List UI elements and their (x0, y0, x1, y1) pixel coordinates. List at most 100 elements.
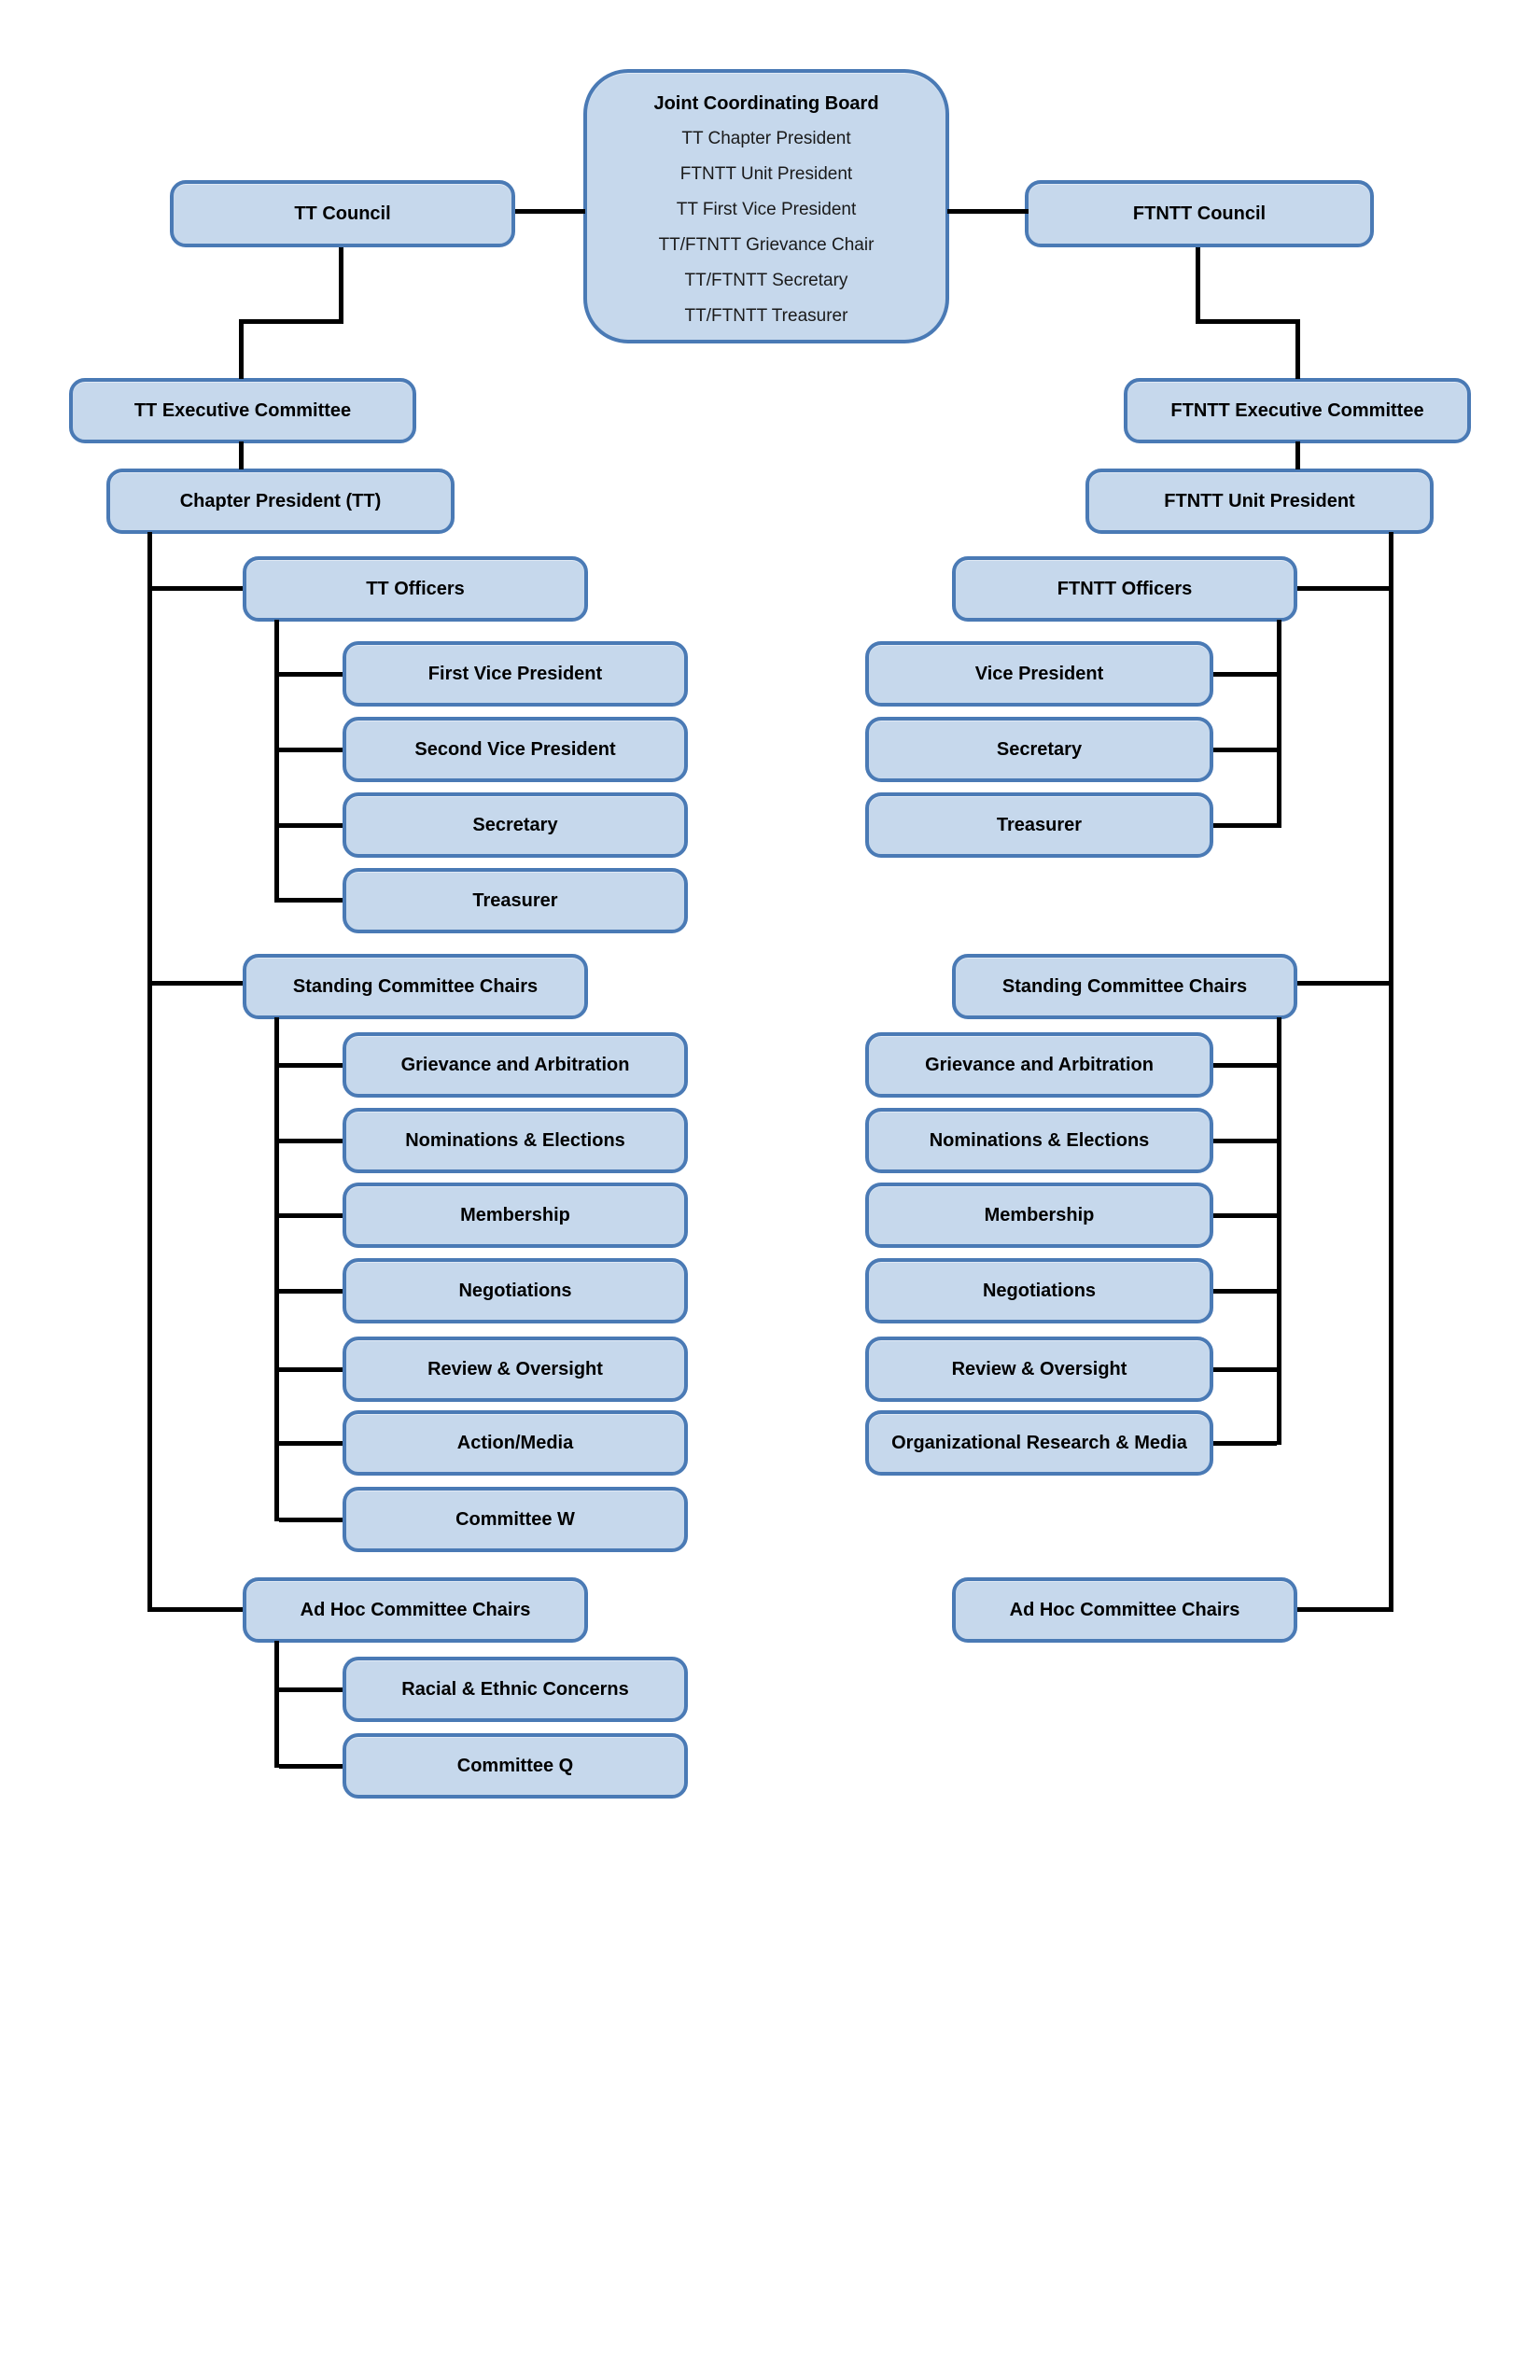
node-label: Grievance and Arbitration (400, 1054, 630, 1075)
node-ftntt-ad-hoc-committee-chairs: Ad Hoc Committee Chairs (952, 1577, 1297, 1643)
connector-line (515, 209, 585, 214)
node-ftntt-secretary: Secretary (865, 717, 1213, 782)
node-ftntt-council: FTNTT Council (1025, 180, 1374, 247)
node-label: First Vice President (427, 663, 603, 684)
node-label: FTNTT Unit President (1164, 490, 1355, 511)
connector-line (1196, 247, 1200, 324)
node-label: FTNTT Council (1132, 203, 1267, 224)
node-tt-officers: TT Officers (243, 556, 588, 622)
connector-line (279, 898, 343, 903)
node-label: Grievance and Arbitration (925, 1054, 1154, 1075)
node-label: FTNTT Executive Committee (1170, 399, 1424, 421)
connector-line (279, 1289, 343, 1294)
node-tt-nominations-elections: Nominations & Elections (343, 1108, 688, 1173)
connector-line (947, 209, 1029, 214)
connector-line (279, 1213, 343, 1218)
node-ftntt-membership: Membership (865, 1183, 1213, 1248)
node-label: TT Officers (366, 578, 465, 599)
connector-line (274, 620, 279, 903)
connector-line (1297, 1607, 1393, 1612)
connector-line (279, 1764, 343, 1769)
node-tt-committee-w: Committee W (343, 1487, 688, 1552)
node-label: Review & Oversight (951, 1358, 1127, 1379)
node-label: Vice President (974, 663, 1104, 684)
node-tt-membership: Membership (343, 1183, 688, 1248)
node-label: Organizational Research & Media (891, 1432, 1187, 1453)
node-ftntt-treasurer: Treasurer (865, 792, 1213, 858)
node-tt-first-vice-president: First Vice President (343, 641, 688, 707)
board-member-tt-first-vice-president: TT First Vice President (676, 200, 857, 220)
node-ftntt-negotiations: Negotiations (865, 1258, 1213, 1323)
node-label: Review & Oversight (427, 1358, 603, 1379)
connector-line (239, 441, 244, 469)
node-label: TT Executive Committee (133, 399, 352, 421)
connector-line (1213, 1289, 1277, 1294)
node-label: Negotiations (982, 1280, 1097, 1301)
board-title: Joint Coordinating Board (653, 92, 879, 114)
connector-line (279, 1367, 343, 1372)
connector-line (1297, 586, 1389, 591)
connector-line (1277, 1017, 1281, 1445)
board-member-tt-chapter-president: TT Chapter President (681, 129, 851, 149)
board-member-secretary: TT/FTNTT Secretary (684, 271, 848, 291)
connector-line (239, 319, 244, 379)
connector-line (279, 823, 343, 828)
node-label: TT Council (294, 203, 391, 224)
node-label: Negotiations (458, 1280, 572, 1301)
node-tt-committee-q: Committee Q (343, 1733, 688, 1799)
node-ftntt-executive-committee: FTNTT Executive Committee (1124, 378, 1471, 443)
connector-line (279, 1139, 343, 1143)
node-joint-coordinating-board: Joint Coordinating Board TT Chapter Pres… (583, 69, 949, 343)
connector-line (1295, 319, 1300, 379)
node-ftntt-unit-president: FTNTT Unit President (1085, 469, 1434, 534)
node-label: Nominations & Elections (405, 1129, 625, 1151)
node-tt-treasurer: Treasurer (343, 868, 688, 933)
node-label: Membership (984, 1204, 1095, 1225)
node-label: Nominations & Elections (929, 1129, 1150, 1151)
connector-line (1277, 620, 1281, 828)
connector-line (274, 1017, 279, 1521)
connector-line (152, 586, 243, 591)
node-label: Committee Q (456, 1755, 574, 1776)
connector-line (1295, 441, 1300, 469)
connector-line (1213, 823, 1277, 828)
node-tt-executive-committee: TT Executive Committee (69, 378, 416, 443)
node-tt-racial-ethnic-concerns: Racial & Ethnic Concerns (343, 1657, 688, 1722)
connector-line (279, 1441, 343, 1446)
connector-line (1213, 672, 1277, 677)
board-member-ftntt-unit-president: FTNTT Unit President (679, 164, 853, 185)
board-member-grievance-chair: TT/FTNTT Grievance Chair (658, 235, 875, 256)
node-label: Chapter President (TT) (179, 490, 382, 511)
connector-line (1213, 1441, 1277, 1446)
node-tt-standing-committee-chairs: Standing Committee Chairs (243, 954, 588, 1019)
connector-line (279, 1687, 343, 1692)
node-tt-negotiations: Negotiations (343, 1258, 688, 1323)
connector-line (1297, 981, 1389, 986)
connector-line (1213, 1367, 1277, 1372)
node-label: Second Vice President (414, 738, 616, 760)
node-chapter-president-tt: Chapter President (TT) (106, 469, 455, 534)
node-label: Ad Hoc Committee Chairs (300, 1599, 531, 1620)
node-label: Membership (460, 1204, 570, 1225)
node-label: Treasurer (472, 889, 558, 911)
connector-line (147, 532, 152, 1612)
node-ftntt-organizational-research-media: Organizational Research & Media (865, 1410, 1213, 1476)
node-label: Secretary (472, 814, 558, 835)
connector-line (274, 1641, 279, 1768)
connector-line (279, 1518, 343, 1522)
node-label: Standing Committee Chairs (1001, 975, 1248, 997)
node-ftntt-grievance-and-arbitration: Grievance and Arbitration (865, 1032, 1213, 1098)
node-label: Committee W (455, 1508, 575, 1530)
connector-line (152, 981, 243, 986)
node-ftntt-review-oversight: Review & Oversight (865, 1337, 1213, 1402)
connector-line (1213, 1139, 1277, 1143)
node-tt-grievance-and-arbitration: Grievance and Arbitration (343, 1032, 688, 1098)
node-label: Ad Hoc Committee Chairs (1009, 1599, 1240, 1620)
node-label: Secretary (996, 738, 1083, 760)
connector-line (1389, 532, 1393, 1612)
connector-line (339, 247, 343, 324)
node-ftntt-nominations-elections: Nominations & Elections (865, 1108, 1213, 1173)
node-ftntt-standing-committee-chairs: Standing Committee Chairs (952, 954, 1297, 1019)
connector-line (1213, 1063, 1277, 1068)
